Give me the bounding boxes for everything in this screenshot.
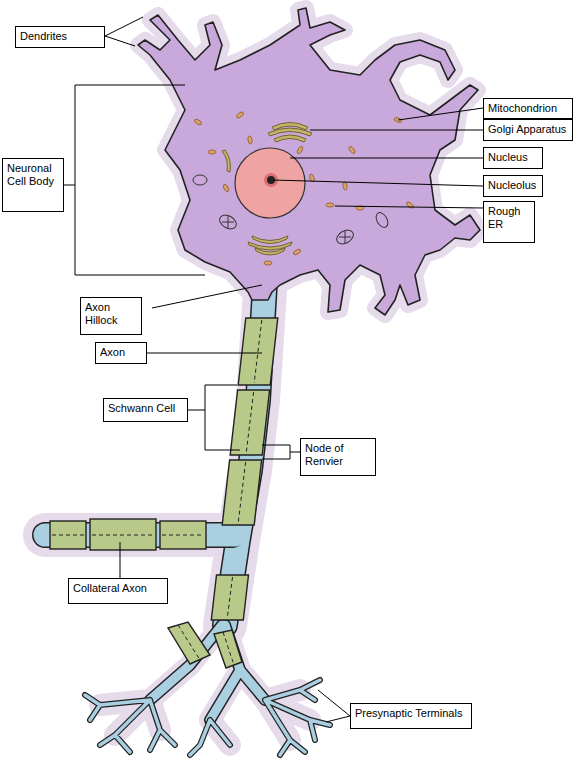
golgi-apparatus	[268, 123, 312, 143]
label-box: Collateral Axon	[68, 578, 168, 604]
cell-body	[138, 8, 480, 315]
terminal-branches	[85, 625, 330, 755]
label-text: Node of Renvier	[305, 442, 371, 468]
label-box: Dendrites	[15, 26, 105, 48]
mitochondria	[194, 111, 415, 265]
label-box: Mitochondrion	[483, 98, 573, 119]
label-text: Axon	[100, 346, 142, 359]
label-text: Axon Hillock	[85, 301, 137, 327]
label-text: Rough ER	[488, 205, 530, 231]
label-box: Axon	[95, 342, 147, 364]
label-text: Dendrites	[20, 30, 100, 43]
label-box: Rough ER	[483, 201, 535, 243]
label-text: Neuronal Cell Body	[7, 162, 59, 188]
label-text: Nucleus	[488, 151, 538, 164]
label-box: Golgi Apparatus	[483, 119, 573, 141]
axon-core	[45, 282, 330, 755]
label-text: Collateral Axon	[73, 582, 163, 595]
leader-lines	[64, 17, 483, 722]
label-box: Presynaptic Terminals	[350, 703, 472, 729]
label-box: Node of Renvier	[300, 438, 376, 476]
label-text: Mitochondrion	[488, 102, 568, 115]
label-text: Schwann Cell	[108, 402, 183, 415]
label-box: Axon Hillock	[80, 297, 142, 335]
label-box: Nucleus	[483, 147, 543, 169]
label-text: Presynaptic Terminals	[355, 707, 467, 720]
label-text: Golgi Apparatus	[488, 123, 568, 136]
label-box: Schwann Cell	[103, 398, 188, 422]
halo	[45, 8, 480, 745]
schwann-cells	[50, 318, 278, 668]
label-text: Nucleolus	[488, 179, 538, 192]
myelin-dashes	[52, 320, 262, 665]
label-box: Neuronal Cell Body	[2, 158, 64, 212]
label-box: Nucleolus	[483, 175, 543, 197]
